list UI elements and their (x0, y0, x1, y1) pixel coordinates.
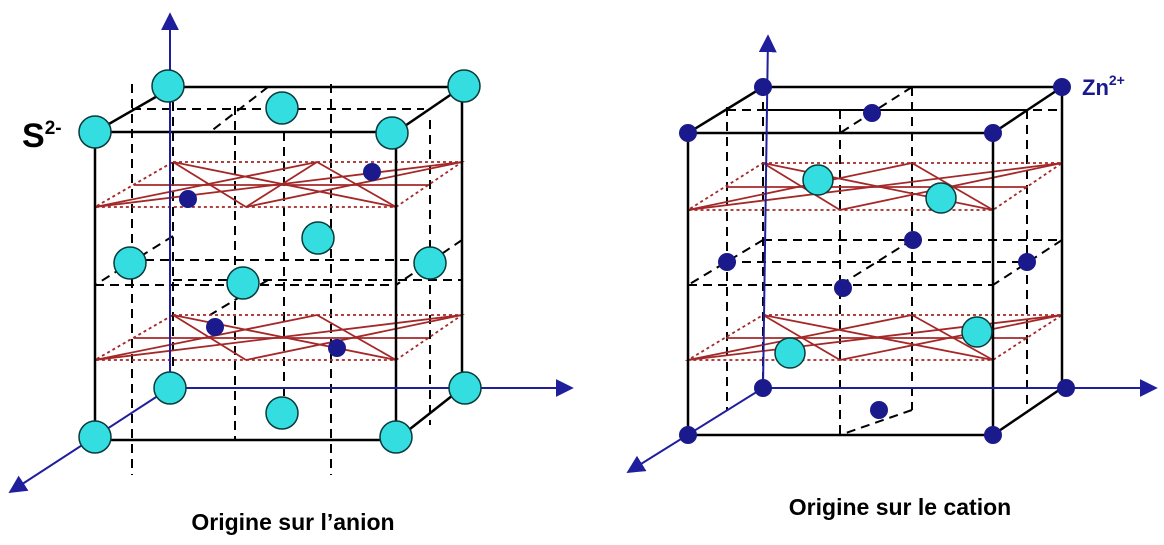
anion-atom (265, 396, 299, 430)
left-caption: Origine sur l’anion (191, 509, 394, 535)
cation-atom (718, 253, 736, 271)
cation-atom (679, 426, 697, 444)
anion-atom (78, 420, 112, 454)
cation-atom (754, 78, 772, 96)
left-cube-figure: S2- Origine sur l’anion (8, 12, 574, 535)
left-plane-top (91, 161, 465, 208)
cation-atom (1057, 379, 1075, 397)
anion-atom (78, 115, 112, 149)
right-inner-grid (687, 86, 1063, 436)
left-cations (179, 163, 381, 357)
anion-charge: 2- (45, 118, 62, 139)
anion-atom (151, 69, 185, 103)
anion-atom (153, 371, 187, 405)
right-axes (626, 34, 1158, 473)
anion-atom (447, 69, 481, 103)
cation-atom (206, 318, 224, 336)
anion-atom (774, 337, 806, 369)
cation-atom (1053, 78, 1071, 96)
cation-label: Zn2+ (1082, 72, 1125, 100)
cation-atom (870, 401, 888, 419)
right-caption: Origine sur le cation (789, 494, 1011, 520)
left-plane-bottom (91, 314, 465, 361)
cation-atom (1018, 253, 1036, 271)
anion-atom (226, 266, 260, 300)
anion-atom (802, 164, 834, 196)
anion-atom (113, 246, 147, 280)
anion-label: S2- (22, 117, 62, 155)
anion-atom (961, 316, 993, 348)
right-anions (774, 164, 993, 369)
anion-atom (925, 182, 957, 214)
right-plane-bottom (684, 314, 1066, 361)
cation-atom (984, 124, 1002, 142)
anion-atom (265, 91, 299, 125)
right-cations (679, 78, 1075, 444)
right-cube-figure: Zn2+ Origine sur le cation (626, 34, 1158, 520)
cation-atom (984, 426, 1002, 444)
anion-atom (301, 221, 335, 255)
cation-atom (834, 279, 852, 297)
anion-atom (379, 420, 413, 454)
cation-atom (328, 339, 346, 357)
anion-atom (448, 371, 482, 405)
cation-atom (904, 231, 922, 249)
cation-atom (363, 163, 381, 181)
cation-atom (863, 104, 881, 122)
left-anions (78, 69, 482, 454)
anion-atom (375, 116, 409, 150)
cation-atom (754, 379, 772, 397)
right-y-axis (626, 387, 764, 473)
right-plane-top (684, 162, 1065, 211)
cation-charge: 2+ (1109, 72, 1125, 88)
anion-atom (413, 246, 447, 280)
cation-atom (679, 124, 697, 142)
cation-atom (179, 190, 197, 208)
